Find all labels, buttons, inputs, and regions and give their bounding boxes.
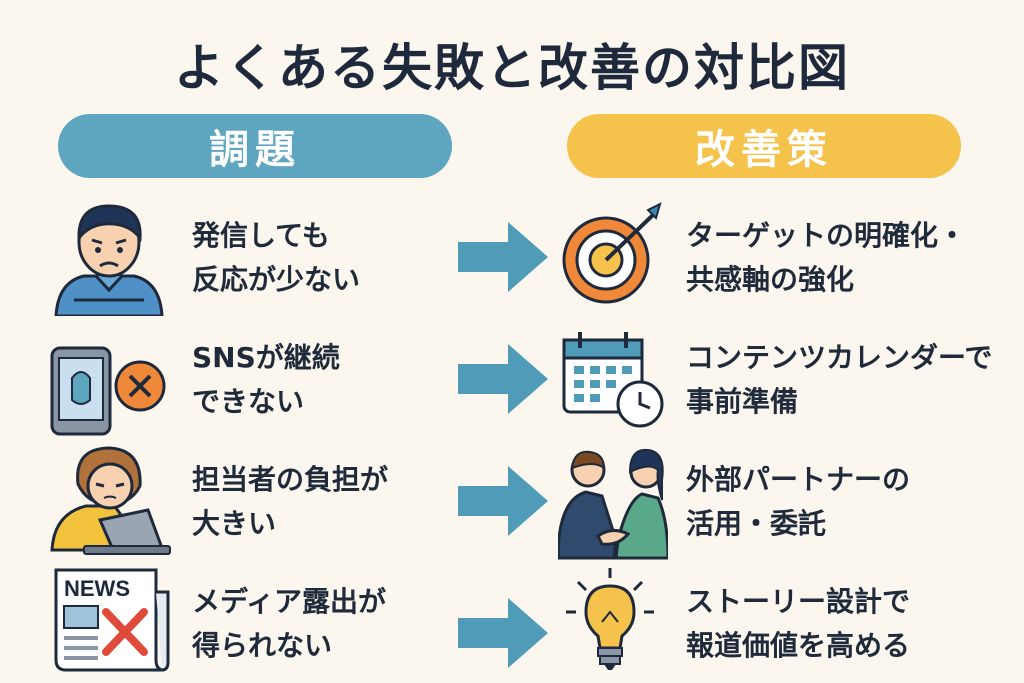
newspaper-x-icon: NEWS (44, 562, 174, 682)
comparison-row-2: SNSが継続 できない コンテンツカレンダーで 事前準備 (0, 318, 1024, 438)
solution-text-1: ターゲットの明確化・ 共感軸の強化 (686, 219, 967, 296)
solution-text-3: 外部パートナーの 活用・委託 (686, 463, 911, 540)
arrow-icon (458, 344, 548, 414)
comparison-row-1: 発信しても 反応が少ない ターゲットの明確化・ 共感軸の強化 (0, 196, 1024, 316)
comparison-row-3: 担当者の負担が 大きい 外部パートナーの 活用・委託 (0, 440, 1024, 560)
arrow-icon (458, 598, 548, 668)
smartphone-x-icon (44, 318, 174, 438)
problem-header: 調題 (58, 114, 452, 178)
lightbulb-icon (558, 562, 668, 682)
arrow-icon (458, 222, 548, 292)
problem-text-4: メディア露出が 得られない (192, 585, 387, 662)
svg-text:NEWS: NEWS (64, 576, 130, 601)
arrow-icon (458, 466, 548, 536)
page-title: よくある失敗と改善の対比図 (174, 39, 850, 97)
comparison-row-4: NEWS メディア露出が 得られない ストーリー設計で 報道価値を高める (0, 562, 1024, 682)
tired-woman-laptop-icon (44, 440, 174, 560)
worried-man-icon (44, 196, 174, 316)
solution-header: 改善策 (567, 114, 961, 178)
solution-text-4: ストーリー設計で 報道価値を高める (686, 585, 911, 662)
problem-text-3: 担当者の負担が 大きい (192, 463, 389, 540)
problem-text-2: SNSが継続 できない (192, 341, 340, 418)
solution-text-2: コンテンツカレンダーで 事前準備 (686, 341, 993, 418)
target-dart-icon (558, 196, 668, 316)
problem-text-1: 発信しても 反応が少ない (192, 219, 361, 296)
calendar-clock-icon (558, 318, 668, 438)
handshake-icon (558, 440, 668, 560)
